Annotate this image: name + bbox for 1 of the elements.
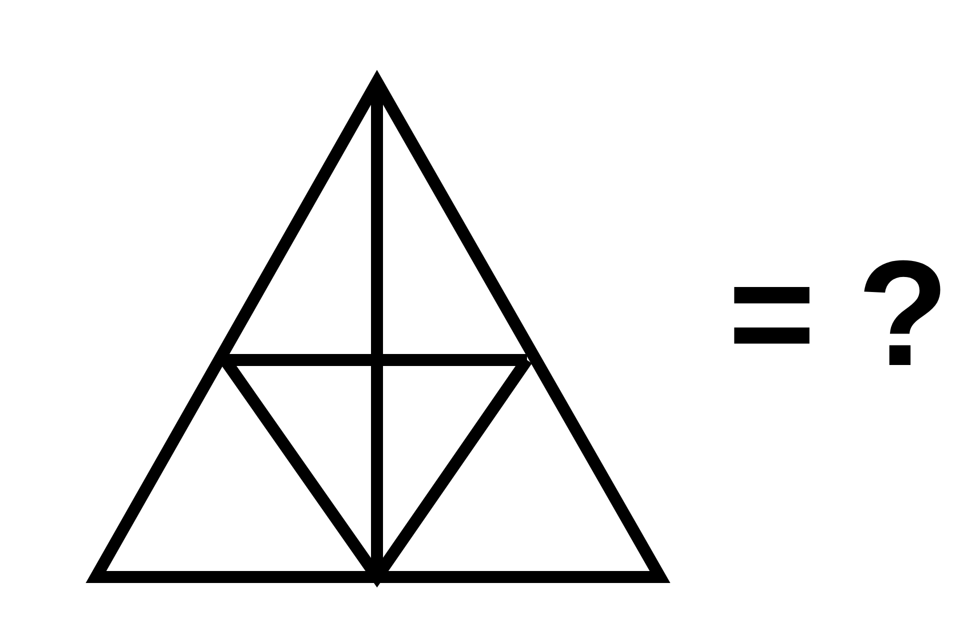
equation-text: = ?: [728, 238, 949, 388]
